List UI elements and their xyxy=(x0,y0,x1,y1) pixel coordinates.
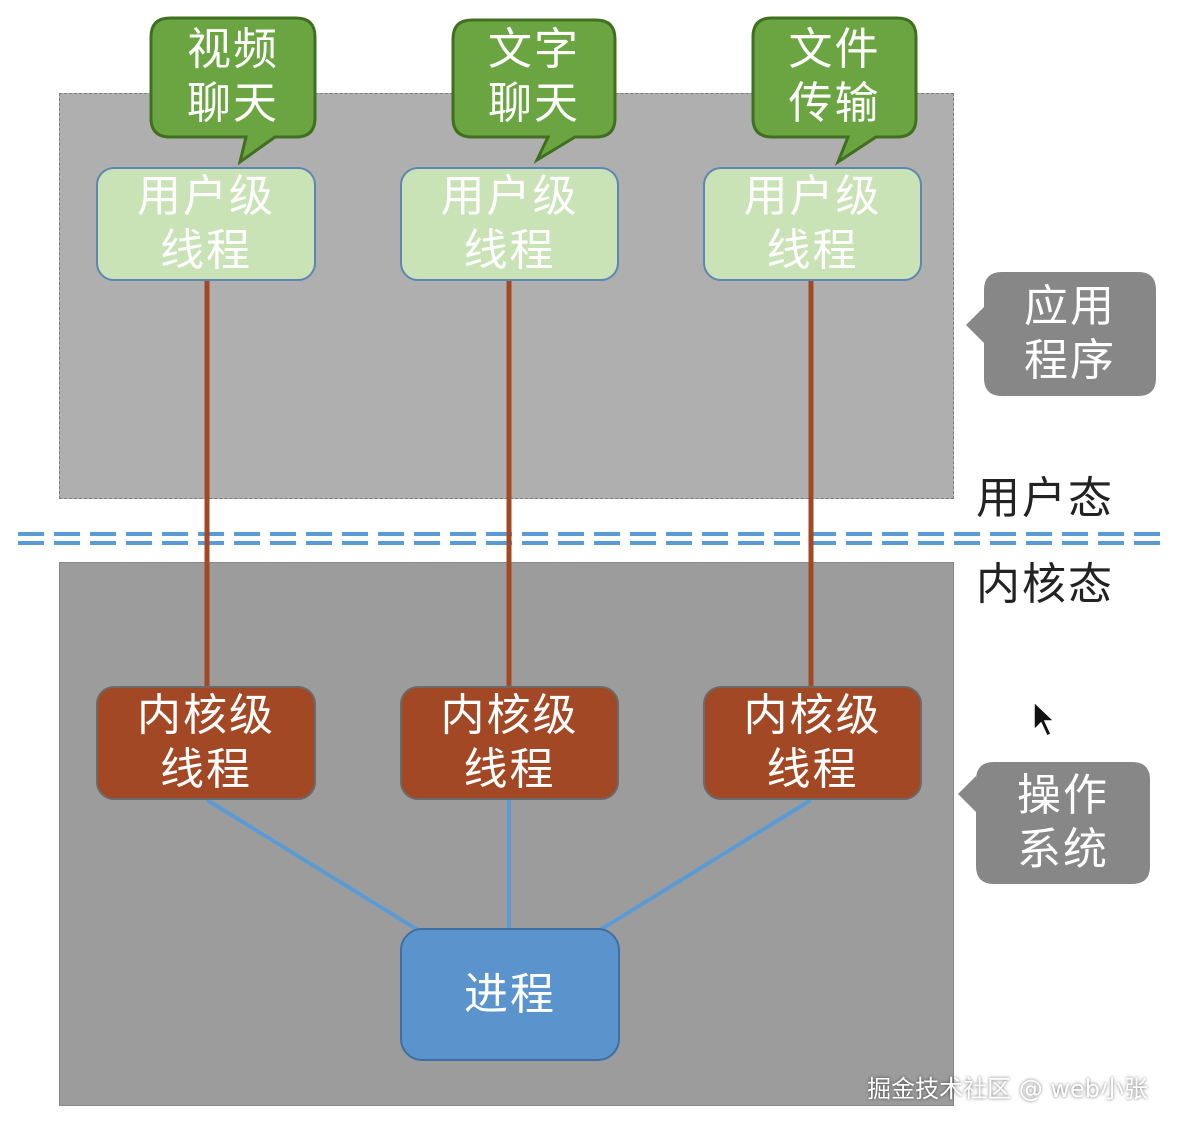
process-link-3 xyxy=(598,798,813,932)
mouse-cursor-icon xyxy=(1033,700,1056,738)
callout-bubble-3 xyxy=(751,16,918,166)
process-link-1 xyxy=(205,798,420,932)
kernel-thread-label: 内核级 线程 xyxy=(137,690,275,795)
kernel-thread-box-3: 内核级 线程 xyxy=(703,686,922,800)
kernel-mode-label: 内核态 xyxy=(976,559,1114,610)
kernel-thread-label: 内核级 线程 xyxy=(743,690,882,795)
watermark: 掘金技术社区 @ web小张 xyxy=(867,1075,1148,1103)
user-thread-label: 用户级 线程 xyxy=(440,171,579,276)
callout-label-file-transfer: 文件 传输 xyxy=(788,24,881,129)
process-label: 进程 xyxy=(464,968,556,1020)
user-mode-label: 用户态 xyxy=(976,473,1114,524)
callout-label-video-chat: 视频 聊天 xyxy=(187,24,279,129)
callout-bubble-2 xyxy=(451,18,617,164)
os-label-bubble xyxy=(958,762,1150,884)
application-label: 应用 程序 xyxy=(1024,281,1116,386)
os-label: 操作 系统 xyxy=(1017,770,1109,875)
user-thread-box-2: 用户级 线程 xyxy=(400,167,619,281)
callout-label-text-chat: 文字 聊天 xyxy=(488,24,580,129)
callout-bubble-1 xyxy=(149,16,317,166)
user-thread-box-3: 用户级 线程 xyxy=(703,167,922,281)
kernel-thread-box-2: 内核级 线程 xyxy=(400,686,619,800)
user-thread-box-1: 用户级 线程 xyxy=(96,167,316,281)
kernel-thread-box-1: 内核级 线程 xyxy=(96,686,316,800)
application-label-bubble xyxy=(966,272,1156,396)
kernel-thread-label: 内核级 线程 xyxy=(440,690,579,795)
user-thread-label: 用户级 线程 xyxy=(743,171,882,276)
user-thread-label: 用户级 线程 xyxy=(137,171,275,276)
process-box: 进程 xyxy=(400,928,620,1061)
